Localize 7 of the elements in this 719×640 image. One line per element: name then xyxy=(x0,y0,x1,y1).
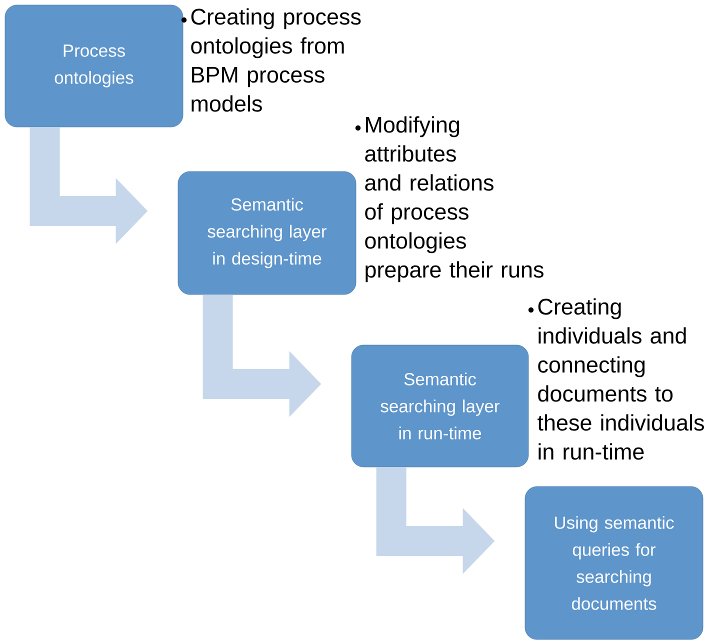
bullet-text: Creating process ontologies from BPM process models xyxy=(181,8,361,112)
process-box: Process ontologies xyxy=(4,4,184,128)
bullet-text: Creating individuals and connecting documents to these individuals in run-time xyxy=(528,298,704,460)
process-box: Using semantic queries for searching documents xyxy=(524,486,704,640)
process-box: Semantic searching layer in design-time xyxy=(178,171,356,295)
bullet-text: Modifying attributes and relations of process ontologies prepare their runs xyxy=(355,116,544,282)
process-box: Semantic searching layer in run-time xyxy=(351,344,529,468)
